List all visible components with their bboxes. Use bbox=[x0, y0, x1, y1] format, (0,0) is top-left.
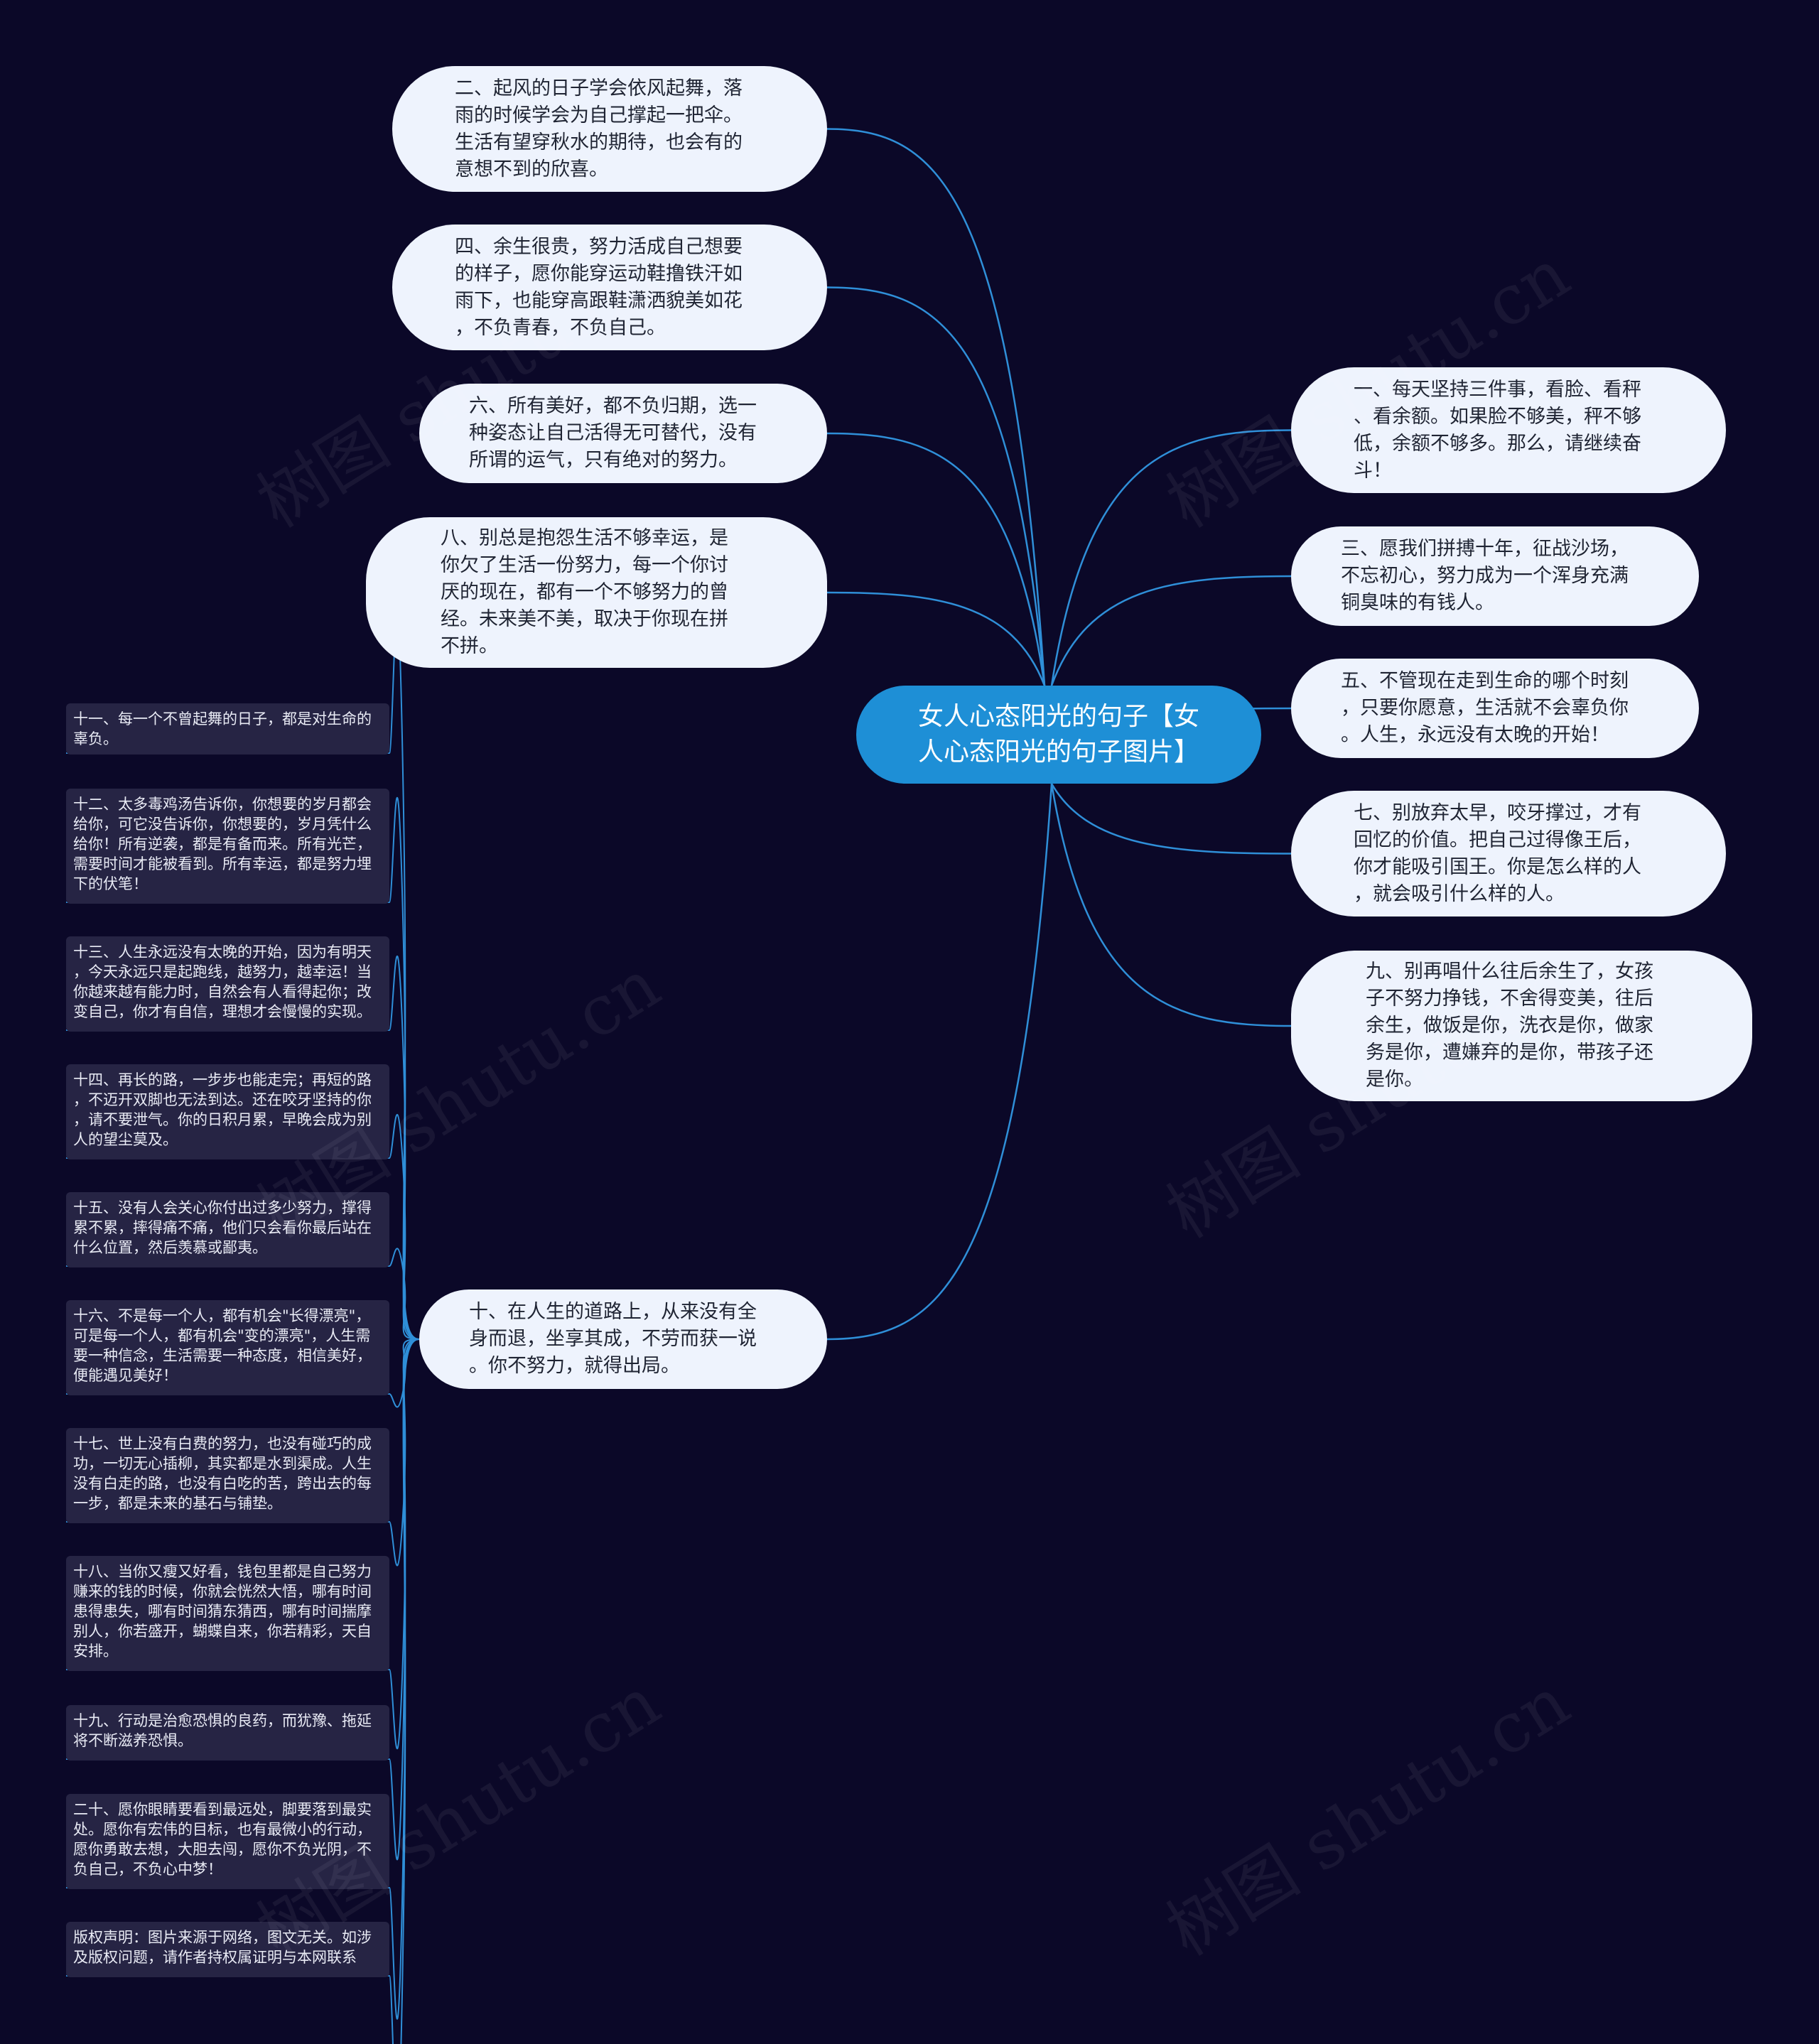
leaf-card-label: 十二、太多毒鸡汤告诉你，你想要的岁月都会 给你，可它没告诉你，你想要的，岁月凭什… bbox=[73, 796, 372, 892]
leaf-card-17[interactable]: 十七、世上没有白费的努力，也没有碰巧的成 功，一切无心插柳，其实都是水到渠成。人… bbox=[66, 1428, 389, 1523]
branch-node-label: 四、余生很贵，努力活成自己想要 的样子，愿你能穿运动鞋撸铁汗如 雨下，也能穿高跟… bbox=[455, 235, 743, 339]
branch-node-7[interactable]: 七、别放弃太早，咬牙撑过，才有 回忆的价值。把自己过得像王后， 你才能吸引国王。… bbox=[1291, 791, 1726, 916]
connector-branch-node-4 bbox=[826, 286, 1046, 686]
leaf-card-12[interactable]: 十二、太多毒鸡汤告诉你，你想要的岁月都会 给你，可它没告诉你，你想要的，岁月凭什… bbox=[66, 789, 389, 904]
connector-branch-node-9 bbox=[1050, 783, 1292, 1027]
branch-node-2[interactable]: 二、起风的日子学会依风起舞，落 雨的时候学会为自己撑起一把伞。 生活有望穿秋水的… bbox=[392, 66, 827, 192]
leaf-card-19[interactable]: 十九、行动是治愈恐惧的良药，而犹豫、拖延 将不断滋养恐惧。 bbox=[66, 1705, 389, 1761]
branch-node-label: 二、起风的日子学会依风起舞，落 雨的时候学会为自己撑起一把伞。 生活有望穿秋水的… bbox=[455, 77, 743, 180]
connector-branch-node-7 bbox=[1050, 783, 1292, 855]
connector-leaf-card-14 bbox=[389, 1113, 420, 1340]
leaf-card-copyright[interactable]: 版权声明：图片来源于网络，图文无关。如涉 及版权问题，请作者持权属证明与本网联系 bbox=[66, 1922, 389, 1977]
leaf-card-label: 版权声明：图片来源于网络，图文无关。如涉 及版权问题，请作者持权属证明与本网联系 bbox=[73, 1929, 372, 1966]
branch-node-1[interactable]: 一、每天坚持三件事，看脸、看秤 、看余额。如果脸不够美，秤不够 低，余额不够多。… bbox=[1291, 367, 1726, 493]
leaf-card-13[interactable]: 十三、人生永远没有太晚的开始，因为有明天 ，今天永远只是起跑线，越努力，越幸运！… bbox=[66, 936, 389, 1032]
branch-node-label: 七、别放弃太早，咬牙撑过，才有 回忆的价值。把自己过得像王后， 你才能吸引国王。… bbox=[1354, 801, 1641, 905]
leaf-card-label: 十九、行动是治愈恐惧的良药，而犹豫、拖延 将不断滋养恐惧。 bbox=[73, 1712, 372, 1749]
root-topic[interactable]: 女人心态阳光的句子【女 人心态阳光的句子图片】 bbox=[856, 686, 1261, 784]
connector-branch-node-8 bbox=[826, 591, 1046, 686]
branch-node-8[interactable]: 八、别总是抱怨生活不够幸运，是 你欠了生活一份努力，每一个你讨 厌的现在，都有一… bbox=[366, 517, 827, 668]
connector-branch-node-2 bbox=[826, 128, 1046, 686]
branch-node-3[interactable]: 三、愿我们拼搏十年，征战沙场， 不忘初心，努力成为一个浑身充满 铜臭味的有钱人。 bbox=[1291, 526, 1699, 626]
connector-branch-node-6 bbox=[826, 432, 1046, 686]
leaf-card-15[interactable]: 十五、没有人会关心你付出过多少努力，撑得 累不累，摔得痛不痛，他们只会看你最后站… bbox=[66, 1192, 389, 1267]
branch-node-label: 六、所有美好，都不负归期，选一 种姿态让自己活得无可替代，没有 所谓的运气，只有… bbox=[469, 395, 757, 471]
branch-node-label: 十、在人生的道路上，从来没有全 身而退，坐享其成，不劳而获一说 。你不努力，就得… bbox=[469, 1301, 757, 1377]
connector-branch-node-10 bbox=[826, 783, 1053, 1341]
branch-node-label: 五、不管现在走到生命的哪个时刻 ，只要你愿意，生活就不会辜负你 。人生，永远没有… bbox=[1341, 670, 1629, 746]
leaf-card-label: 十四、再长的路，一步步也能走完；再短的路 ，不迈开双脚也无法到达。还在咬牙坚持的… bbox=[73, 1071, 372, 1148]
leaf-card-16[interactable]: 十六、不是每一个人，都有机会"长得漂亮"， 可是每一个人，都有机会"变的漂亮"，… bbox=[66, 1300, 389, 1395]
leaf-card-label: 十五、没有人会关心你付出过多少努力，撑得 累不累，摔得痛不痛，他们只会看你最后站… bbox=[73, 1199, 372, 1256]
branch-node-9[interactable]: 九、别再唱什么往后余生了，女孩 子不努力挣钱，不舍得变美，往后 余生，做饭是你，… bbox=[1291, 951, 1752, 1101]
branch-node-4[interactable]: 四、余生很贵，努力活成自己想要 的样子，愿你能穿运动鞋撸铁汗如 雨下，也能穿高跟… bbox=[392, 225, 827, 350]
leaf-card-label: 二十、愿你眼睛要看到最远处，脚要落到最实 处。愿你有宏伟的目标，也有最微小的行动… bbox=[73, 1801, 372, 1878]
connector-branch-node-3 bbox=[1050, 575, 1292, 686]
leaf-card-label: 十七、世上没有白费的努力，也没有碰巧的成 功，一切无心插柳，其实都是水到渠成。人… bbox=[73, 1435, 372, 1512]
leaf-card-20[interactable]: 二十、愿你眼睛要看到最远处，脚要落到最实 处。愿你有宏伟的目标，也有最微小的行动… bbox=[66, 1794, 389, 1889]
branch-node-label: 八、别总是抱怨生活不够幸运，是 你欠了生活一份努力，每一个你讨 厌的现在，都有一… bbox=[441, 527, 728, 657]
leaf-card-label: 十三、人生永远没有太晚的开始，因为有明天 ，今天永远只是起跑线，越努力，越幸运！… bbox=[73, 943, 372, 1020]
branch-node-label: 九、别再唱什么往后余生了，女孩 子不努力挣钱，不舍得变美，往后 余生，做饭是你，… bbox=[1366, 961, 1653, 1091]
branch-node-label: 三、愿我们拼搏十年，征战沙场， 不忘初心，努力成为一个浑身充满 铜臭味的有钱人。 bbox=[1341, 538, 1629, 614]
connector-leaf-card-copyright bbox=[389, 1339, 420, 2044]
branch-node-5[interactable]: 五、不管现在走到生命的哪个时刻 ，只要你愿意，生活就不会辜负你 。人生，永远没有… bbox=[1291, 659, 1699, 758]
connector-leaf-card-15 bbox=[389, 1248, 420, 1340]
leaf-card-label: 十六、不是每一个人，都有机会"长得漂亮"， 可是每一个人，都有机会"变的漂亮"，… bbox=[73, 1307, 372, 1384]
connector-branch-node-1 bbox=[1050, 429, 1292, 686]
root-topic-label: 女人心态阳光的句子【女 人心态阳光的句子图片】 bbox=[917, 702, 1199, 767]
leaf-card-18[interactable]: 十八、当你又瘦又好看，钱包里都是自己努力 赚来的钱的时候，你就会恍然大悟，哪有时… bbox=[66, 1556, 389, 1671]
branch-node-6[interactable]: 六、所有美好，都不负归期，选一 种姿态让自己活得无可替代，没有 所谓的运气，只有… bbox=[419, 384, 827, 483]
leaf-card-11[interactable]: 十一、每一个不曾起舞的日子，都是对生命的 辜负。 bbox=[66, 703, 389, 755]
branch-node-label: 一、每天坚持三件事，看脸、看秤 、看余额。如果脸不够美，秤不够 低，余额不够多。… bbox=[1354, 378, 1641, 482]
leaf-card-14[interactable]: 十四、再长的路，一步步也能走完；再短的路 ，不迈开双脚也无法到达。还在咬牙坚持的… bbox=[66, 1064, 389, 1159]
branch-node-10[interactable]: 十、在人生的道路上，从来没有全 身而退，坐享其成，不劳而获一说 。你不努力，就得… bbox=[419, 1289, 827, 1389]
leaf-card-label: 十一、每一个不曾起舞的日子，都是对生命的 辜负。 bbox=[73, 710, 372, 747]
leaf-card-label: 十八、当你又瘦又好看，钱包里都是自己努力 赚来的钱的时候，你就会恍然大悟，哪有时… bbox=[73, 1563, 372, 1660]
